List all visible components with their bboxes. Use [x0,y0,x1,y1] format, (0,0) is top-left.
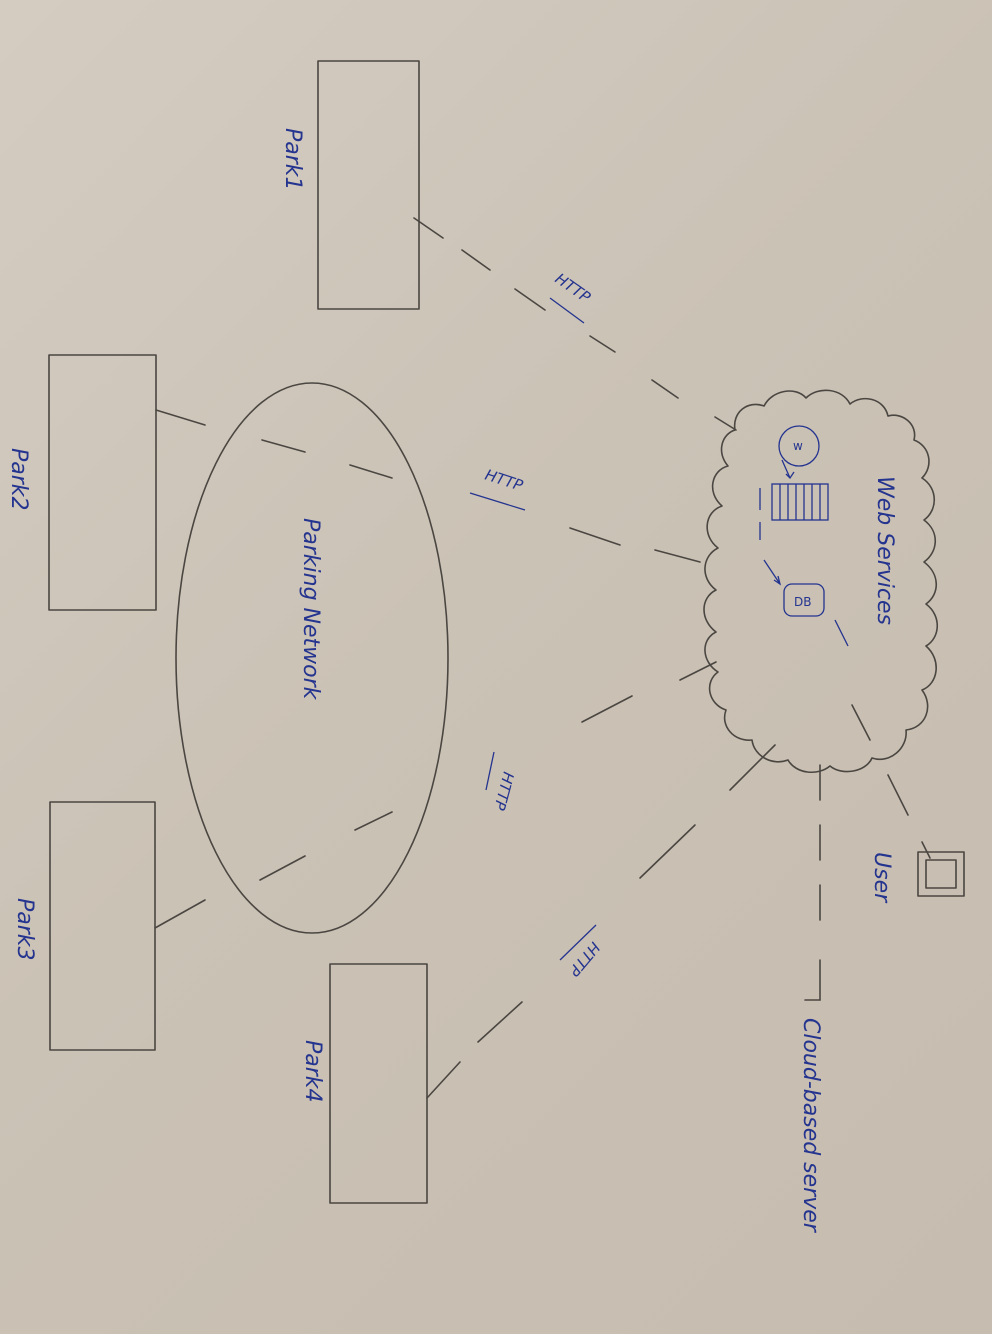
db-arrow [763,559,781,585]
db-arrowhead [773,575,782,586]
queue-box [771,483,829,521]
http-underline-park4 [559,924,597,961]
database-label: DB [794,595,811,609]
worker-label: w [793,439,803,453]
worker-arrowhead [785,471,795,480]
cloud-internals: w DB [759,425,849,647]
cloud-server-label: Cloud-based server [798,1018,823,1234]
queue-bars [779,484,821,520]
user-device [917,851,965,897]
http-underline-park1 [549,297,585,324]
worker-arrow [781,459,791,479]
park2-box [48,354,157,611]
web-services-cloud [703,389,939,773]
dashed-links [154,217,931,1099]
http-label-park3: HTTP [490,770,518,813]
park2-label: Park2 [6,448,31,511]
user-label: User [869,852,894,904]
park1-box [317,60,420,310]
park1-label: Park1 [280,128,305,191]
db-input-line [834,619,849,647]
http-label-park4: HTTP [564,938,603,980]
web-services-label: Web Services [872,476,897,625]
park4-box [329,963,428,1204]
http-underline-network [469,492,526,511]
http-label-network: HTTP [483,466,526,495]
parking-network-oval [175,382,449,934]
http-label-park1: HTTP [552,270,595,307]
labels: Park1 Park2 Park3 Park4 Parking Network … [6,128,897,1234]
user-device-screen [925,859,957,889]
http-labels: HTTP HTTP HTTP HTTP [469,270,604,980]
park3-label: Park3 [12,898,37,961]
worker-circle [778,425,820,467]
park4-label: Park4 [300,1040,325,1103]
park3-box [49,801,156,1051]
database-cylinder [783,583,825,617]
parking-network-label: Parking Network [298,518,323,701]
http-underline-park3 [485,751,495,791]
